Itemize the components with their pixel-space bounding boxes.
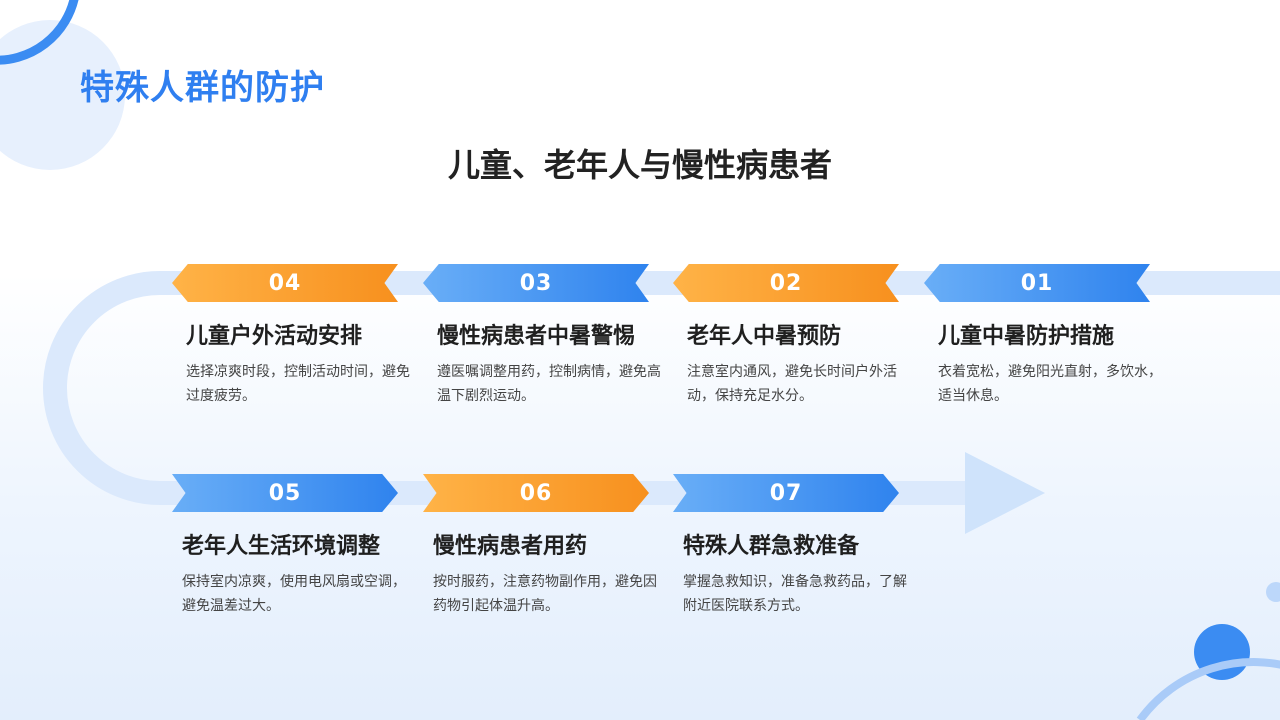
step-description: 按时服药，注意药物副作用，避免因药物引起体温升高。 bbox=[433, 574, 657, 614]
step-number: 06 bbox=[519, 480, 553, 506]
corner-circle-decoration bbox=[0, 20, 125, 170]
step-number: 01 bbox=[1020, 270, 1054, 296]
step-card-03: 03 慢性病患者中暑警惕 遵医嘱调整用药，控制病情，避免高温下剧烈运动。 bbox=[423, 264, 663, 408]
step-number: 05 bbox=[268, 480, 302, 506]
step-description: 衣着宽松，避免阳光直射，多饮水，适当休息。 bbox=[938, 364, 1162, 404]
step-title: 老年人中暑预防 bbox=[687, 324, 842, 349]
step-description: 选择凉爽时段，控制活动时间，避免过度疲劳。 bbox=[186, 364, 410, 404]
step-badge: 03 bbox=[423, 264, 649, 302]
step-card-01: 01 儿童中暑防护措施 衣着宽松，避免阳光直射，多饮水，适当休息。 bbox=[924, 264, 1164, 408]
step-description: 注意室内通风，避免长时间户外活动，保持充足水分。 bbox=[687, 364, 897, 404]
corner-arc-decoration bbox=[0, 0, 79, 65]
step-title: 老年人生活环境调整 bbox=[182, 534, 381, 559]
step-number: 04 bbox=[268, 270, 302, 296]
step-description: 遵医嘱调整用药，控制病情，避免高温下剧烈运动。 bbox=[437, 364, 661, 404]
small-dot-decoration bbox=[1266, 582, 1280, 602]
step-card-05: 05 老年人生活环境调整 保持室内凉爽，使用电风扇或空调，避免温差过大。 bbox=[172, 474, 412, 618]
step-title: 慢性病患者用药 bbox=[433, 534, 588, 559]
step-card-04: 04 儿童户外活动安排 选择凉爽时段，控制活动时间，避免过度疲劳。 bbox=[172, 264, 412, 408]
step-card-07: 07 特殊人群急救准备 掌握急救知识，准备急救药品，了解附近医院联系方式。 bbox=[673, 474, 913, 618]
step-badge: 06 bbox=[423, 474, 649, 512]
step-badge: 07 bbox=[673, 474, 899, 512]
step-card-06: 06 慢性病患者用药 按时服药，注意药物副作用，避免因药物引起体温升高。 bbox=[423, 474, 663, 618]
step-title: 慢性病患者中暑警惕 bbox=[437, 324, 636, 349]
step-number: 02 bbox=[769, 270, 803, 296]
section-subtitle: 儿童、老年人与慢性病患者 bbox=[447, 146, 832, 184]
timeline-path bbox=[43, 271, 1280, 505]
step-badge: 05 bbox=[172, 474, 398, 512]
step-description: 掌握急救知识，准备急救药品，了解附近医院联系方式。 bbox=[683, 574, 907, 614]
step-number: 03 bbox=[519, 270, 553, 296]
step-description: 保持室内凉爽，使用电风扇或空调，避免温差过大。 bbox=[182, 574, 406, 614]
page-title: 特殊人群的防护 bbox=[80, 68, 325, 108]
step-title: 特殊人群急救准备 bbox=[683, 534, 860, 559]
step-badge: 02 bbox=[673, 264, 899, 302]
step-badge: 04 bbox=[172, 264, 398, 302]
step-card-02: 02 老年人中暑预防 注意室内通风，避免长时间户外活动，保持充足水分。 bbox=[673, 264, 913, 408]
step-number: 07 bbox=[769, 480, 803, 506]
step-title: 儿童中暑防护措施 bbox=[938, 324, 1115, 349]
timeline-arrow-head bbox=[965, 452, 1045, 534]
bottom-right-arc-decoration bbox=[1136, 658, 1280, 720]
step-badge: 01 bbox=[924, 264, 1150, 302]
step-title: 儿童户外活动安排 bbox=[186, 324, 363, 349]
